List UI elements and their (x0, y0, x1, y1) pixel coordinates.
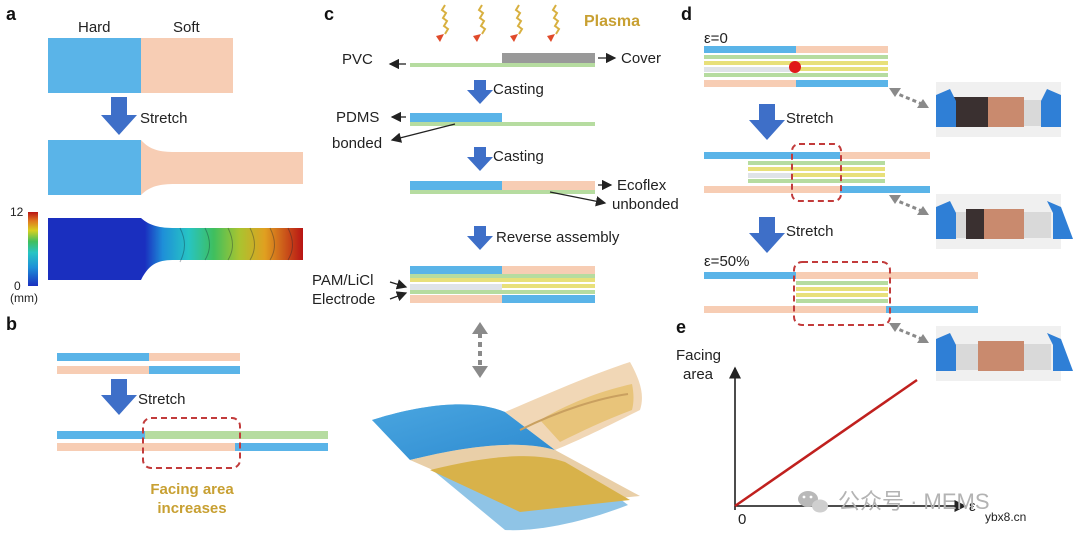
casting-arrow-1 (467, 80, 493, 104)
colorbar-min: 0 (14, 279, 21, 293)
d-stack-mid (704, 152, 930, 193)
reverse-assembly-label: Reverse assembly (496, 229, 620, 246)
watermark: 公众号 · MEMS ybx8.cn (798, 489, 1026, 524)
e-ylabel-line2: area (683, 366, 714, 383)
d-stack-eps0 (704, 46, 888, 87)
colorbar (28, 212, 38, 286)
casting2-label: Casting (493, 148, 544, 165)
bonded-label: bonded (332, 135, 382, 152)
casting-arrow-2 (467, 147, 493, 171)
stretch-label-b: Stretch (138, 391, 186, 408)
e-xlabel: ε (969, 498, 976, 515)
b-top-hard (57, 353, 149, 361)
cover-label: Cover (621, 50, 661, 67)
pvc-layer-2 (410, 122, 595, 126)
pvc-label: PVC (342, 51, 373, 68)
pam-licl-label: PAM/LiCl (312, 272, 373, 289)
facing-area-line1: Facing area (150, 481, 234, 498)
panel-e-letter: e (676, 317, 686, 337)
b-bottom-hard (149, 366, 240, 374)
colorbar-unit: (mm) (10, 291, 38, 305)
stretch2-label: Stretch (786, 223, 834, 240)
e-series-layer (734, 378, 918, 508)
pdms-label: PDMS (336, 109, 379, 126)
d-photo-arrows (889, 88, 929, 343)
ecoflex-layer (502, 181, 595, 190)
pvc-layer (410, 63, 595, 67)
assembled-stack (410, 266, 595, 303)
soft-block-stretched (141, 140, 303, 195)
stretch-arrow-d2 (749, 217, 785, 253)
electrode-label: Electrode (312, 291, 375, 308)
watermark-site: ybx8.cn (985, 510, 1026, 524)
plasma-label: Plasma (584, 13, 640, 30)
soft-label: Soft (173, 19, 201, 36)
plasma-arrowheads (436, 34, 555, 42)
photo-mid (936, 194, 1073, 249)
stretch-arrow-a (101, 97, 137, 135)
pdms-layer-2 (410, 181, 502, 190)
colorbar-max: 12 (10, 205, 24, 219)
e-origin: 0 (738, 511, 746, 528)
wechat-icon (798, 491, 828, 513)
soft-block (141, 38, 233, 93)
d-stack-eps50 (704, 272, 978, 313)
hard-block-stretched (48, 140, 141, 195)
stretch-arrow-d1 (749, 104, 785, 140)
stretch-label-a: Stretch (140, 110, 188, 127)
hard-label: Hard (78, 19, 111, 36)
double-arrow-c (472, 322, 488, 378)
cover-layer (502, 53, 595, 63)
b-bottom-soft (57, 366, 149, 374)
panel-b-letter: b (6, 314, 17, 334)
3d-device-illustration (372, 362, 642, 531)
casting1-label: Casting (493, 81, 544, 98)
photo-eps50 (936, 326, 1073, 381)
panel-c-letter: c (324, 4, 334, 24)
stretch-arrow-b (101, 379, 137, 415)
b2-bottom-soft (57, 443, 235, 451)
pvc-layer-3 (410, 190, 595, 194)
plasma-rays (440, 4, 561, 35)
panel-d-letter: d (681, 4, 692, 24)
eps0-label: ε=0 (704, 30, 728, 47)
eps50-label: ε=50% (704, 253, 749, 270)
b2-top-overlap (145, 431, 328, 439)
b-top-soft (149, 353, 240, 361)
b2-top-hard (57, 431, 145, 439)
facing-area-line (734, 378, 918, 508)
reverse-arrow (467, 226, 493, 250)
facing-area-line2: increases (157, 500, 226, 517)
fem-contours (179, 227, 293, 263)
b2-bottom-hard (235, 443, 328, 451)
pdms-layer (410, 113, 502, 122)
photo-eps0 (936, 82, 1061, 137)
b-facing-region (142, 417, 241, 469)
hard-block (48, 38, 141, 93)
e-ylabel-line1: Facing (676, 347, 721, 364)
unbonded-label: unbonded (612, 196, 679, 213)
d-facing-region-eps50 (793, 261, 891, 326)
ecoflex-label: Ecoflex (617, 177, 667, 194)
panel-a-letter: a (6, 4, 17, 24)
fem-deformation-map (48, 218, 303, 280)
watermark-text: 公众号 · MEMS (838, 489, 990, 514)
stretch1-label: Stretch (786, 110, 834, 127)
